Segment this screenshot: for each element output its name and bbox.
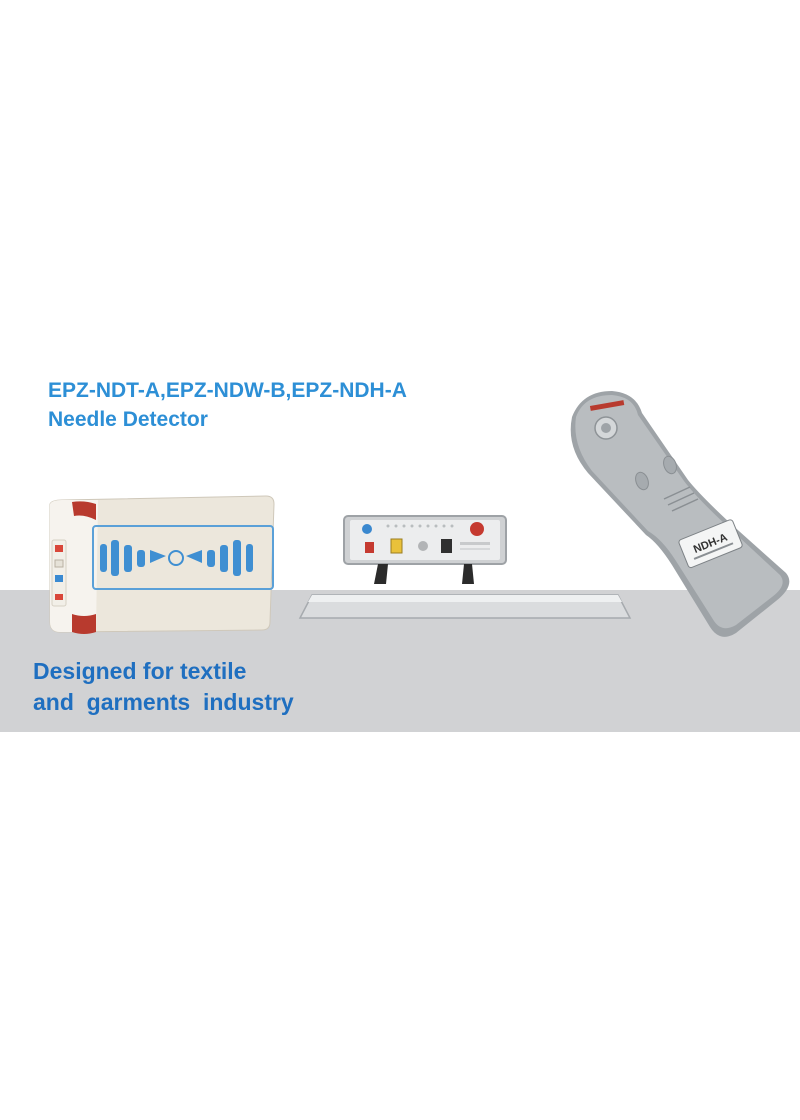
product-title: EPZ-NDT-A,EPZ-NDW-B,EPZ-NDH-A Needle Det… (48, 376, 407, 434)
wand-bar-image (298, 594, 632, 619)
tagline-line-2: and garments industry (33, 689, 294, 715)
control-box-image (343, 515, 507, 584)
handheld-needle-detector-image: NDH-A (570, 391, 790, 637)
product-name: Needle Detector (48, 408, 208, 431)
table-needle-detector-image (49, 495, 275, 634)
model-numbers: EPZ-NDT-A,EPZ-NDW-B,EPZ-NDH-A (48, 379, 407, 402)
tagline-line-1: Designed for textile (33, 658, 247, 684)
tagline: Designed for textile and garments indust… (33, 656, 294, 718)
